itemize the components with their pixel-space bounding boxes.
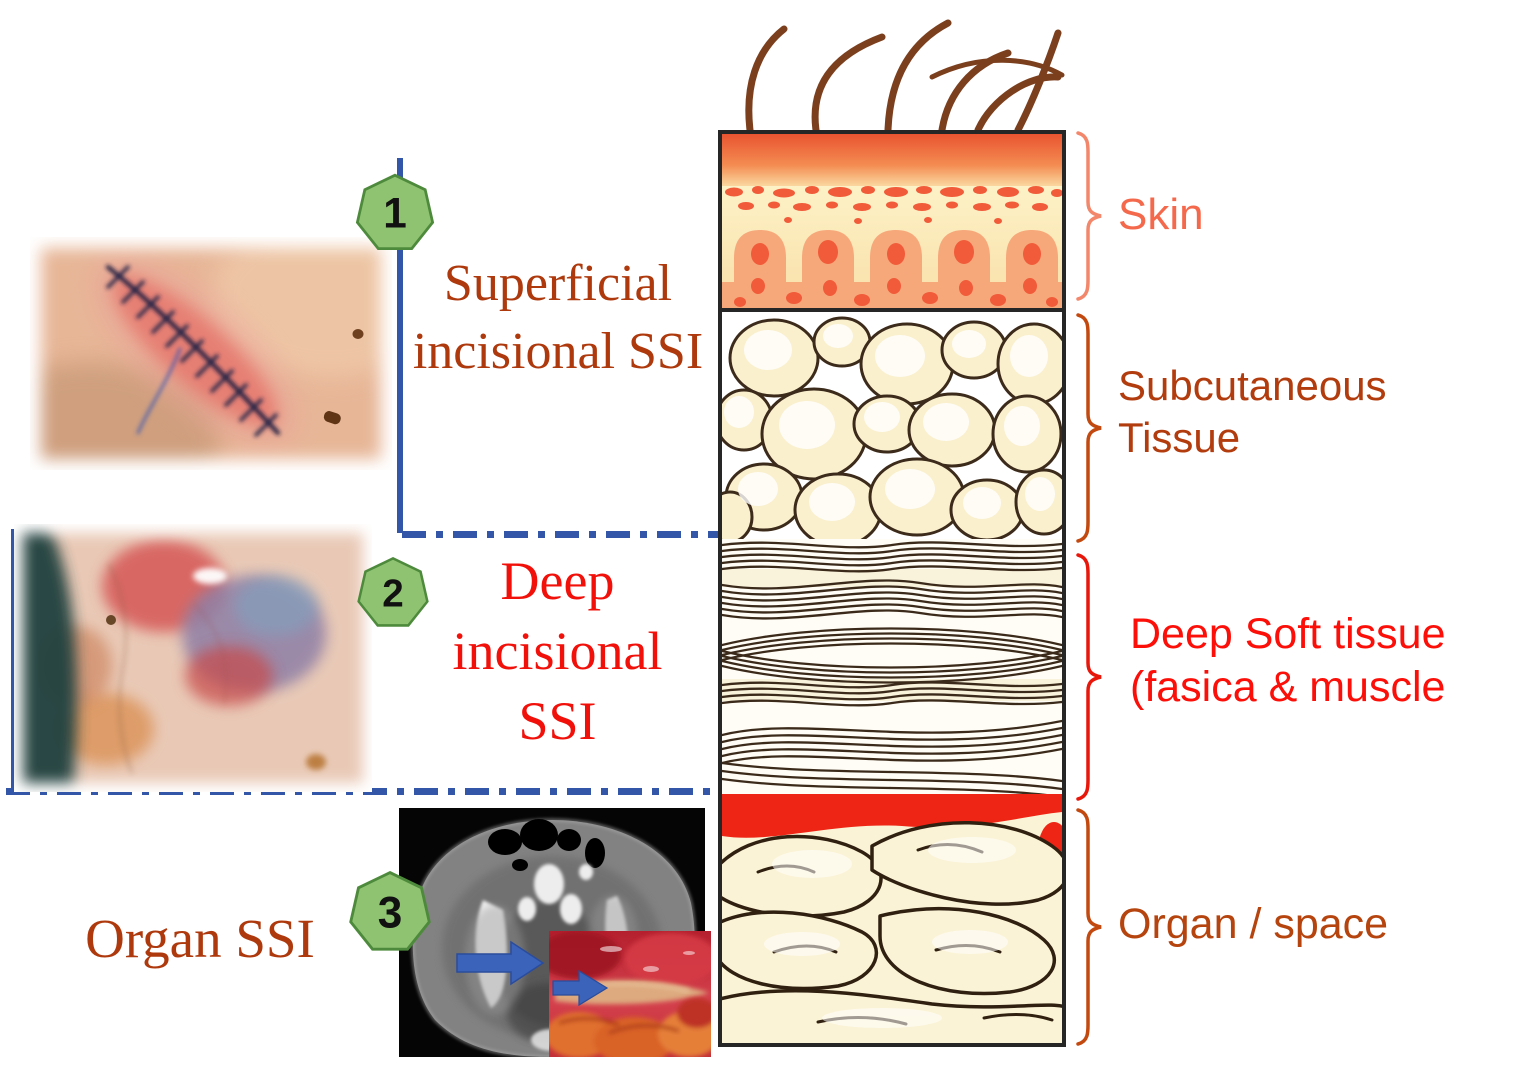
badge-2: 2 (351, 550, 435, 634)
papillae-dots (734, 240, 1058, 307)
badge-2-number: 2 (382, 572, 403, 615)
brace-subcutaneous (1072, 312, 1106, 544)
organ-space-label: Organ / space (1118, 900, 1389, 948)
contrast-areas (518, 864, 593, 924)
badge-3-number: 3 (378, 888, 403, 937)
brace-organ-space (1072, 807, 1106, 1047)
heptagon-badge-shape (349, 871, 431, 951)
heptagon-badge-shape (355, 173, 435, 250)
bowel-gas (488, 819, 605, 871)
peritoneal-red-band (722, 794, 1062, 838)
badge-1-number: 1 (383, 190, 407, 237)
subcutaneous-layer-illustration (722, 312, 1062, 539)
hair-illustration (718, 15, 1066, 130)
superficial-ssi-label: Superficial incisional SSI (412, 255, 704, 380)
suture-line (105, 264, 281, 437)
fat-highlights (724, 324, 1055, 521)
photo-superficial-incision-art (30, 237, 392, 470)
skin-mole (352, 329, 364, 339)
tissue-column (718, 130, 1066, 1047)
skin-label: Skin (1118, 190, 1204, 239)
surgical-inset-art (549, 931, 711, 1057)
brace-skin (1072, 130, 1106, 302)
deep-upper-boundary-line (402, 531, 736, 538)
badge-1: 1 (349, 166, 441, 258)
photo-deep-incision (14, 524, 372, 792)
skin-mole (323, 411, 341, 425)
deep-ssi-label: Deep incisional SSI (452, 551, 663, 752)
drain-tube (14, 524, 77, 792)
organ-space-layer-illustration (722, 794, 1062, 1043)
deep-soft-tissue-label: Deep Soft tissue (fasica & muscle (1130, 610, 1446, 712)
intestine-highlights (764, 837, 1016, 1028)
dermis-dots (725, 186, 1062, 224)
photo-surgical-inset (549, 931, 711, 1057)
arrow-icon (456, 940, 545, 986)
badge-3: 3 (342, 863, 438, 959)
arrow-icon (552, 969, 609, 1007)
deep-lower-boundary-line (6, 788, 740, 795)
photo-deep-incision-art (14, 524, 372, 792)
papillae (722, 230, 1062, 308)
skin-layer-illustration (722, 134, 1062, 312)
photo-superficial-incision (30, 237, 392, 470)
organ-ssi-label: Organ SSI (85, 908, 315, 969)
fascia-muscle-layer-illustration (722, 539, 1062, 794)
brace-deep-soft-tissue (1072, 552, 1106, 802)
heptagon-badge-shape (357, 557, 429, 627)
superficial-connector-line (397, 158, 403, 533)
subcutaneous-tissue-label: Subcutaneous Tissue (1118, 362, 1387, 462)
bowel-loops (549, 998, 711, 1057)
